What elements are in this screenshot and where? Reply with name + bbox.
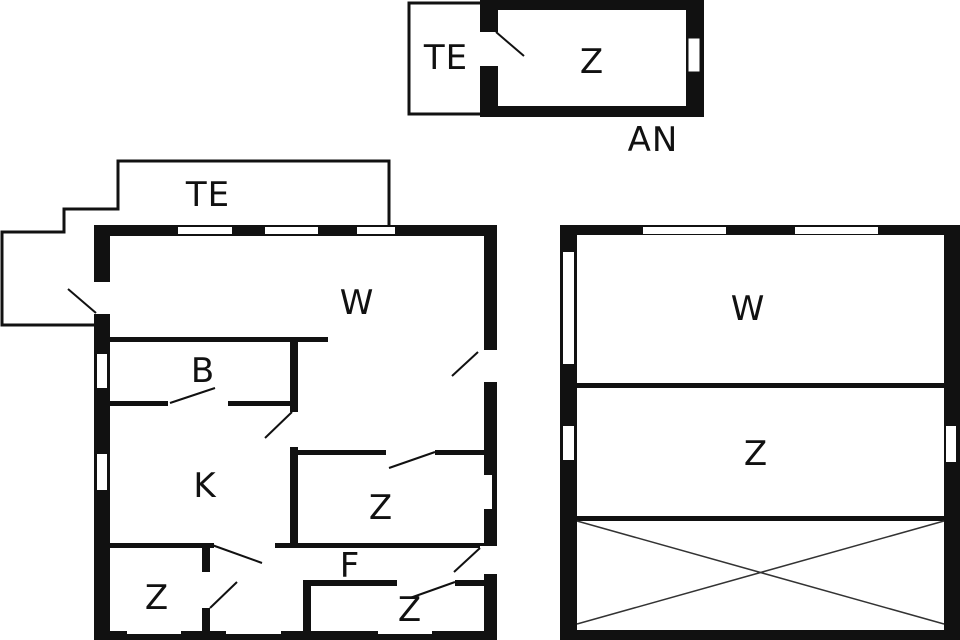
ground-terrace-label: TE xyxy=(185,175,231,215)
ground-hall-label: F xyxy=(339,546,361,586)
upper-living-label: W xyxy=(730,289,766,329)
annex-room-label: Z xyxy=(579,42,605,82)
upper-floor xyxy=(560,225,960,640)
ground-corner-room-label: Z xyxy=(397,590,423,630)
upper-room-label: Z xyxy=(743,434,769,474)
ground-small-room-label: Z xyxy=(144,578,170,618)
ground-living-label: W xyxy=(339,283,375,323)
annex-building xyxy=(407,0,704,117)
ground-floor xyxy=(0,159,500,640)
ground-bath-label: B xyxy=(190,351,216,391)
ground-room-label: Z xyxy=(368,488,394,528)
annex-terrace-label: TE xyxy=(423,38,469,78)
annex-title: AN xyxy=(627,120,679,160)
ground-kitchen-label: K xyxy=(193,466,217,506)
